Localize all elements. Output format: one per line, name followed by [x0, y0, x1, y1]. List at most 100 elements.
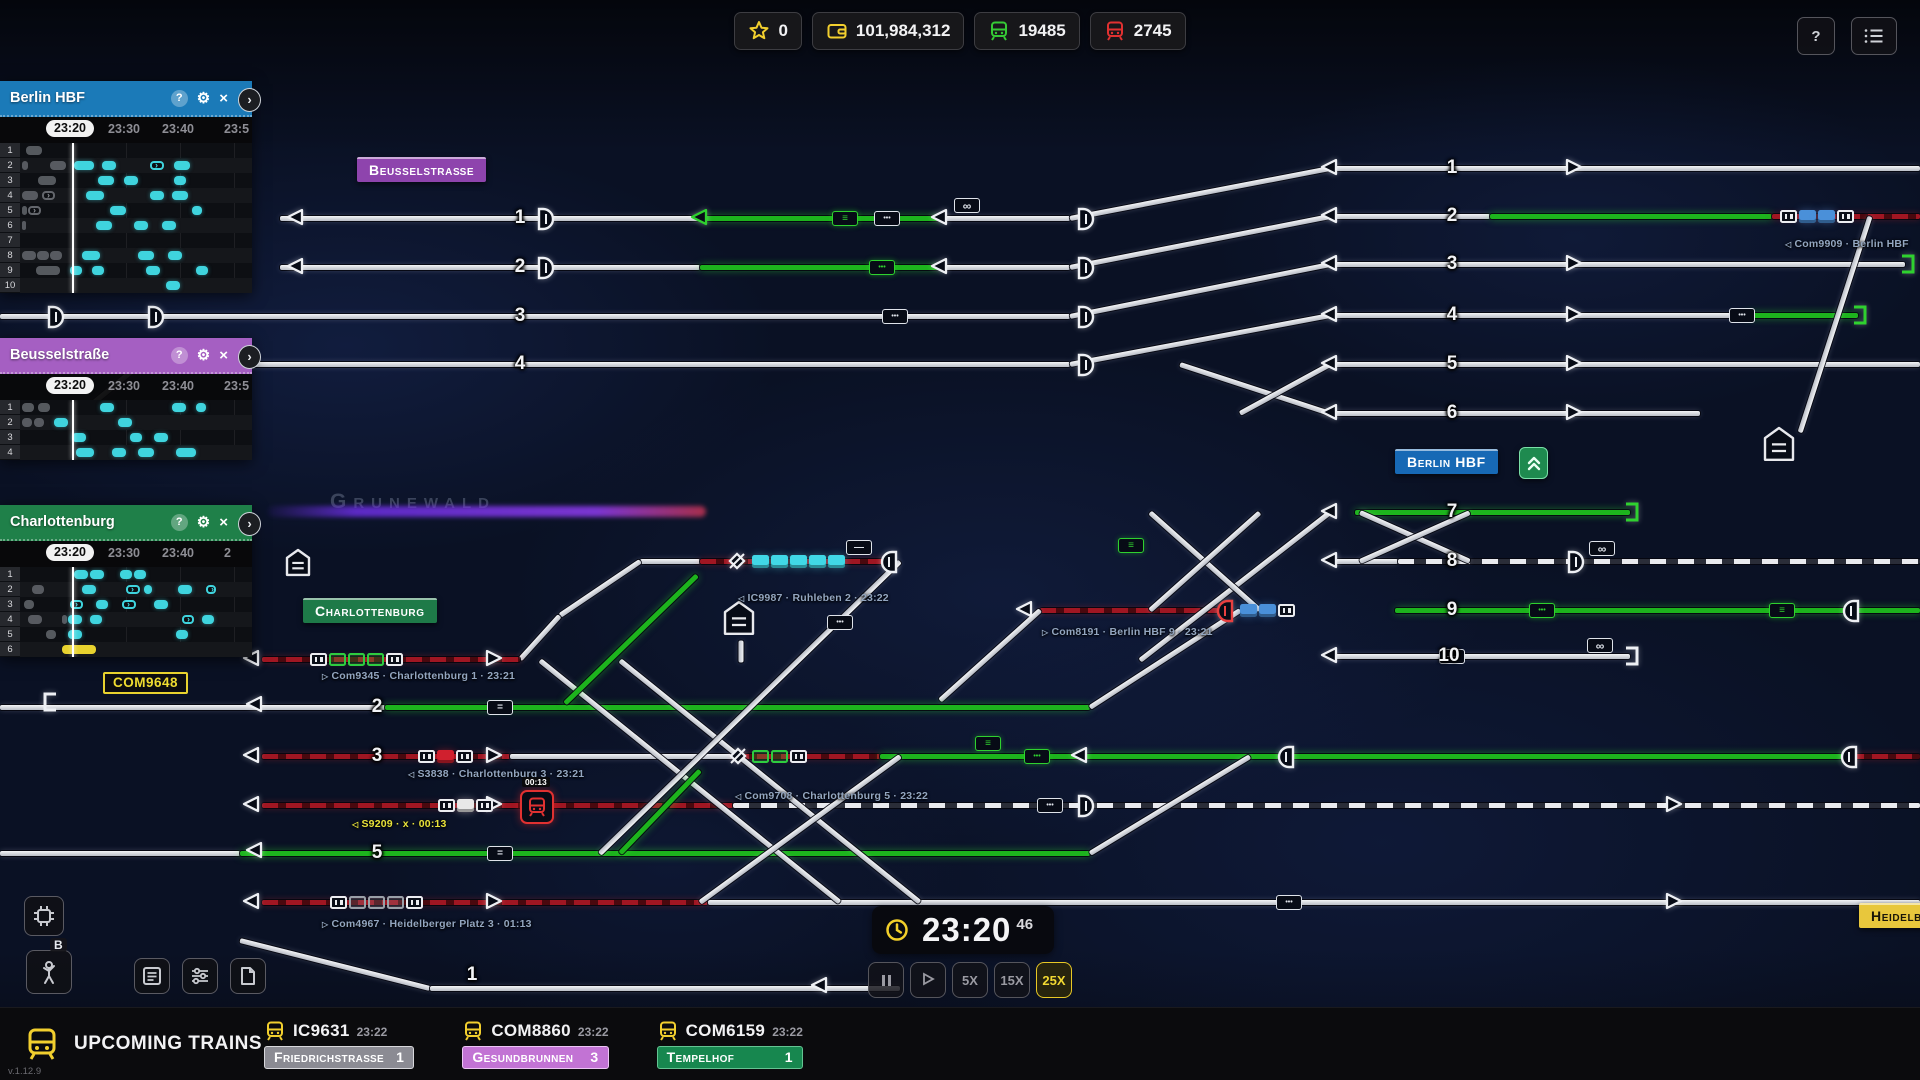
train-route-label[interactable]: ◁ Com9909 · Berlin HBF — [1785, 238, 1909, 250]
signal-tri-l[interactable] — [1318, 644, 1340, 671]
track-segment[interactable] — [1490, 213, 1772, 219]
platform-row[interactable]: 6 — [0, 642, 252, 657]
log-button[interactable] — [134, 958, 170, 994]
train[interactable] — [752, 554, 845, 568]
track-segment[interactable] — [140, 361, 1070, 367]
train[interactable] — [1780, 209, 1854, 223]
signal-tri-l[interactable] — [1318, 401, 1340, 428]
station-expand-button[interactable] — [1519, 447, 1548, 479]
signal-d-l[interactable] — [1275, 744, 1299, 775]
platform-row[interactable]: 4 — [0, 445, 252, 460]
signal-tri-l[interactable] — [240, 793, 262, 820]
train[interactable] — [1240, 603, 1295, 617]
help-button[interactable]: ? — [1797, 17, 1835, 55]
signal-tri-l[interactable] — [808, 974, 830, 1001]
train-route-label[interactable]: ▷ Com4967 · Heidelberger Platz 3 · 01:13 — [322, 918, 532, 930]
signal-d-r[interactable] — [1073, 352, 1097, 383]
panel-header[interactable]: Beusselstraße ? ⚙ × › — [0, 338, 261, 374]
pause-button[interactable] — [868, 962, 904, 998]
track-segment[interactable] — [385, 704, 1090, 710]
signal-tri-l[interactable] — [1013, 598, 1035, 625]
signal-d-r[interactable] — [1073, 255, 1097, 286]
passenger-mode-button[interactable] — [26, 950, 72, 994]
platform-row[interactable]: 4 — [0, 612, 252, 627]
track-segment[interactable] — [940, 264, 1070, 270]
gear-icon[interactable]: ⚙ — [196, 513, 211, 531]
track-segment[interactable] — [1069, 312, 1331, 367]
track-segment[interactable] — [0, 850, 240, 856]
signal-dia[interactable] — [726, 744, 750, 773]
upcoming-train-ic9631[interactable]: IC9631 23:22 Friedrichstraße 1 — [264, 1020, 415, 1069]
track-segment[interactable] — [700, 264, 940, 270]
train[interactable] — [330, 895, 423, 909]
track-segment[interactable] — [1745, 312, 1858, 318]
destination-badge[interactable]: Tempelhof 1 — [656, 1045, 803, 1069]
signal-dia[interactable] — [725, 549, 749, 578]
depot-icon[interactable] — [1763, 426, 1795, 468]
signal-tri-r[interactable] — [1563, 252, 1585, 279]
menu-button[interactable] — [1851, 17, 1897, 55]
station-panel-charlottenburg[interactable]: Charlottenburg ? ⚙ × › 23:20 23:30 23:40… — [0, 505, 261, 694]
track-segment[interactable] — [563, 573, 699, 705]
platform-row[interactable]: 6 — [0, 218, 252, 233]
close-icon[interactable]: × — [219, 513, 228, 531]
signal-tri-l[interactable] — [1318, 156, 1340, 183]
platform-row[interactable]: 8 — [0, 248, 252, 263]
destination-badge[interactable]: Gesundbrunnen 3 — [462, 1045, 609, 1069]
speed-25x-button[interactable]: 25X — [1036, 962, 1072, 998]
close-icon[interactable]: × — [219, 346, 228, 364]
signal-tri-r[interactable] — [1663, 890, 1685, 917]
track-segment[interactable] — [1040, 607, 1218, 613]
platform-row[interactable]: 5 — [0, 627, 252, 642]
platform-row[interactable]: 1 — [0, 400, 252, 415]
filters-button[interactable] — [182, 958, 218, 994]
chevron-right-icon[interactable]: › — [238, 345, 261, 369]
signal-d-r[interactable] — [533, 255, 557, 286]
track-segment[interactable] — [518, 613, 562, 661]
close-icon[interactable]: × — [219, 89, 228, 107]
destination-badge[interactable]: Friedrichstraße 1 — [264, 1045, 415, 1069]
track-segment[interactable] — [738, 640, 744, 662]
signal-tri-l[interactable] — [688, 206, 710, 233]
signal-tri-l[interactable] — [1318, 303, 1340, 330]
signal-d-r[interactable] — [1563, 549, 1587, 580]
signal-br-l[interactable] — [1622, 644, 1642, 673]
platform-row[interactable]: 1 — [0, 143, 252, 158]
signal-tri-r[interactable] — [483, 647, 505, 674]
signal-tri-r[interactable] — [1563, 401, 1585, 428]
platform-row[interactable]: 1 — [0, 567, 252, 582]
track-segment[interactable] — [733, 802, 1920, 808]
track-segment[interactable] — [1395, 607, 1920, 613]
speed-15x-button[interactable]: 15X — [994, 962, 1030, 998]
help-icon[interactable]: ? — [170, 513, 188, 531]
track-segment[interactable] — [708, 899, 1920, 905]
station-label-heidelb[interactable]: Heidelb — [1859, 903, 1920, 928]
track-segment[interactable] — [280, 264, 700, 270]
track-segment[interactable] — [1330, 410, 1700, 416]
track-segment[interactable] — [1330, 165, 1920, 171]
signal-tri-l[interactable] — [1318, 549, 1340, 576]
train-route-label[interactable]: ▷ Com8191 · Berlin HBF 9 · 23:21 — [1042, 626, 1213, 638]
track-segment[interactable] — [700, 215, 940, 221]
signal-tri-l[interactable] — [240, 744, 262, 771]
signal-tri-l[interactable] — [1318, 500, 1340, 527]
track-segment[interactable] — [0, 704, 385, 710]
signal-tri-l[interactable] — [243, 839, 265, 866]
track-segment[interactable] — [239, 937, 431, 991]
train-route-label[interactable]: ◁ S9209 · x · 00:13 — [352, 818, 447, 830]
signal-d-l[interactable] — [1214, 598, 1238, 629]
signal-d-r[interactable] — [43, 304, 67, 335]
signal-br-l[interactable] — [1850, 303, 1870, 332]
platform-row[interactable]: 5 — [0, 203, 252, 218]
signal-d-r[interactable] — [143, 304, 167, 335]
signal-tri-r[interactable] — [1563, 303, 1585, 330]
signal-tri-l[interactable] — [284, 255, 306, 282]
track-segment[interactable] — [1069, 213, 1331, 270]
track-segment[interactable] — [1330, 312, 1745, 318]
platform-row[interactable]: 3 — [0, 173, 252, 188]
help-icon[interactable]: ? — [170, 346, 188, 364]
